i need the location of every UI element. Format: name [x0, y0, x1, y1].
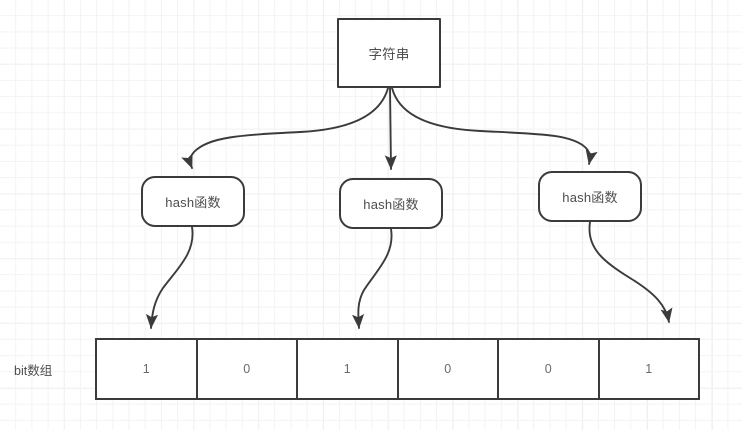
- hash-function-node-1[interactable]: hash函数: [141, 176, 245, 227]
- bit-cell[interactable]: 0: [499, 340, 600, 398]
- edge-hash-1-to-bit-1: [145, 226, 194, 329]
- edge-string-to-hash-2: [384, 87, 397, 170]
- bit-cell[interactable]: 1: [298, 340, 399, 398]
- bit-cell[interactable]: 0: [197, 340, 298, 398]
- bit-array: 1 0 1 0 0 1: [95, 338, 700, 400]
- hash-function-node-3[interactable]: hash函数: [538, 171, 642, 222]
- edge-hash-2-to-bit-3: [351, 228, 393, 329]
- edge-string-to-hash-1: [181, 87, 389, 169]
- edge-hash-3-to-bit-6: [588, 221, 673, 323]
- string-node[interactable]: 字符串: [337, 18, 441, 88]
- edge-string-to-hash-3: [391, 87, 598, 165]
- bit-array-label: bit数组: [14, 364, 53, 378]
- bit-cell[interactable]: 1: [599, 340, 698, 398]
- bit-cell[interactable]: 0: [398, 340, 499, 398]
- hash-function-node-2[interactable]: hash函数: [339, 178, 443, 229]
- bit-cell[interactable]: 1: [97, 340, 198, 398]
